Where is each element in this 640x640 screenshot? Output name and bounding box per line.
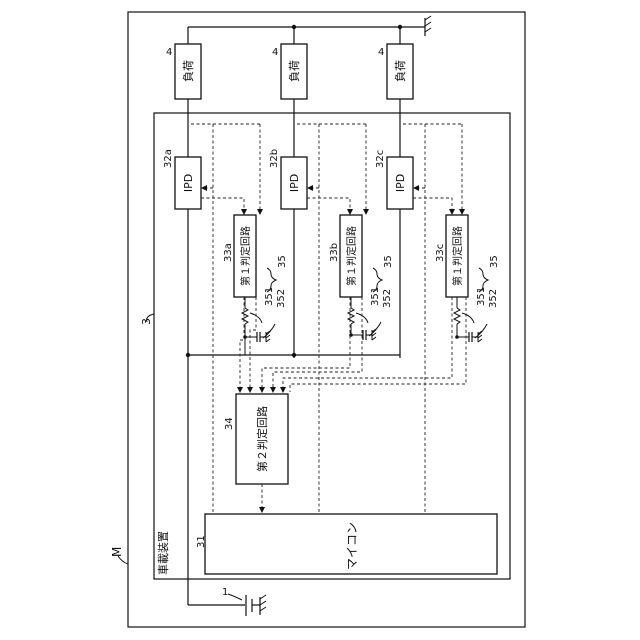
- load-ref: 4: [272, 47, 278, 58]
- load-ref: 4: [166, 47, 172, 58]
- load-a: 負荷 4: [166, 44, 201, 99]
- load-c: 負荷 4: [378, 44, 413, 99]
- capacitor-ref: 352: [276, 289, 287, 308]
- ipd-ref-a: 32a: [163, 149, 174, 168]
- first-circuit-ref-a: 33a: [223, 243, 234, 262]
- filter-ref: 35: [277, 255, 288, 268]
- second-circuit: 第２判定回路 34: [224, 394, 288, 484]
- ipd-ref-b: 32b: [269, 149, 280, 168]
- ipd-ref-c: 32c: [375, 150, 386, 168]
- second-circuit-ref: 34: [224, 417, 235, 430]
- capacitor-ref: 352: [488, 289, 499, 308]
- capacitor-ref: 352: [382, 289, 393, 308]
- resistor-ref: 351: [476, 287, 487, 306]
- ipd-label: IPD: [288, 174, 301, 192]
- battery-ref: 1: [222, 587, 228, 598]
- device-name: 車載装置: [156, 531, 170, 575]
- first-circuit-a: 第１判定回路 33a: [223, 215, 256, 297]
- second-circuit-label: 第２判定回路: [255, 406, 269, 472]
- first-circuit-label: 第１判定回路: [239, 226, 252, 286]
- first-circuit-c: 第１判定回路 33c: [435, 215, 468, 297]
- ipd-a: IPD 32a: [163, 149, 201, 209]
- outer-label: M: [110, 547, 124, 557]
- first-circuit-label: 第１判定回路: [345, 226, 358, 286]
- device-frame: [154, 113, 510, 579]
- load-label: 負荷: [394, 60, 407, 82]
- ipd-c: IPD 32c: [375, 150, 413, 209]
- first-circuit-label: 第１判定回路: [451, 226, 464, 286]
- battery-icon: [246, 595, 266, 616]
- load-b: 負荷 4: [272, 44, 307, 99]
- ipd-label: IPD: [394, 174, 407, 192]
- mcu-label: マイコン: [345, 522, 359, 570]
- resistor-ref: 351: [264, 287, 275, 306]
- ground-icon-top: [425, 16, 431, 36]
- filter-ref: 35: [489, 255, 500, 268]
- first-circuit-ref-c: 33c: [435, 244, 446, 262]
- load-label: 負荷: [182, 60, 195, 82]
- mcu: マイコン 31: [196, 514, 497, 574]
- signal-lines: [188, 124, 466, 513]
- mcu-ref: 31: [196, 535, 207, 548]
- load-label: 負荷: [288, 60, 301, 82]
- first-circuit-b: 第１判定回路 33b: [329, 215, 362, 297]
- ipd-b: IPD 32b: [269, 149, 307, 209]
- load-ref: 4: [378, 47, 384, 58]
- ipd-label: IPD: [182, 174, 195, 192]
- filter-ref: 35: [383, 255, 394, 268]
- first-circuit-ref-b: 33b: [329, 243, 340, 262]
- resistor-ref: 351: [370, 287, 381, 306]
